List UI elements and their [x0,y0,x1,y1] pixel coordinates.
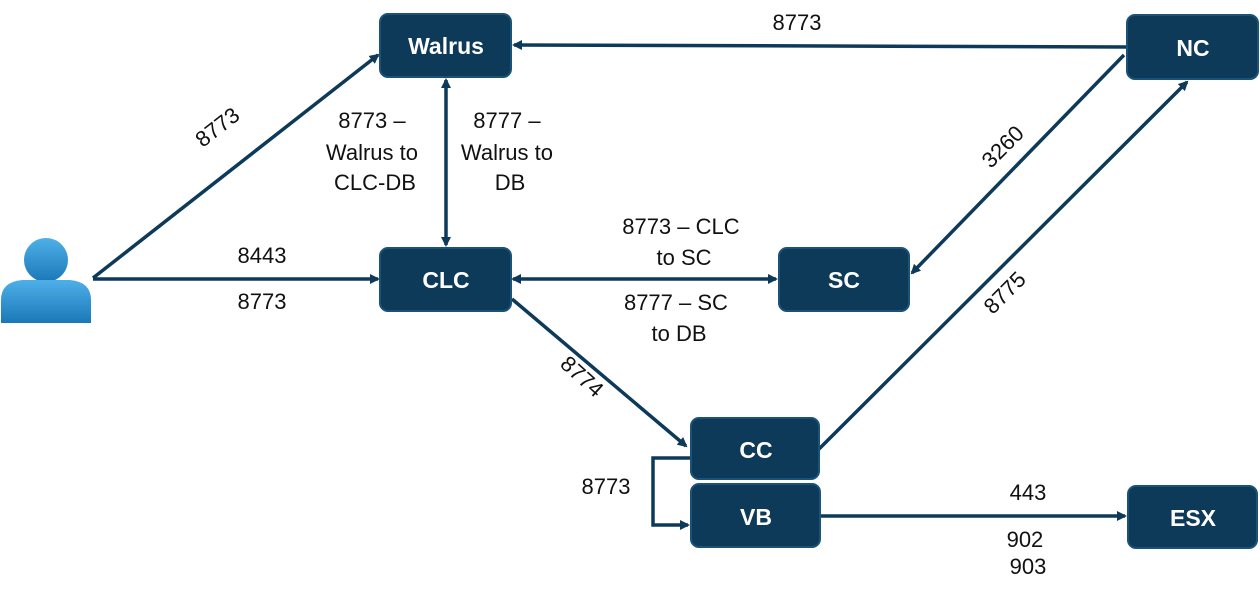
port-label-clc-sc-bottom: 8777 – SC to DB [624,290,734,346]
node-label-nc: NC [1176,35,1209,61]
node-label-esx: ESX [1170,505,1217,531]
node-esx[interactable]: ESX [1127,485,1258,549]
edge-nc-sc [910,53,1126,275]
port-label-user-clc-bottom: 8773 [238,289,287,314]
node-label-cc: CC [739,437,772,463]
edge-user-walrus [91,53,380,280]
edge-clc-cc [510,297,688,448]
port-label-user-walrus: 8773 [190,102,244,152]
node-walrus[interactable]: Walrus [379,13,512,78]
port-label-nc-sc: 3260 [977,121,1029,173]
port-label-clc-cc: 8774 [555,351,608,402]
node-cc[interactable]: CC [690,417,820,480]
edge-cc-nc [815,80,1189,453]
port-label-cc-nc: 8775 [979,267,1031,319]
node-label-walrus: Walrus [408,33,484,59]
port-label-cc-vb: 8773 [582,474,631,499]
port-label-vb-esx-bottom: 902 903 [1007,527,1050,579]
edge-nc-walrus [512,40,1128,51]
port-label-walrus-clc-right: 8777 – Walrus to DB [461,108,559,195]
node-clc[interactable]: CLC [379,247,512,312]
node-nc[interactable]: NC [1126,14,1259,80]
node-label-clc: CLC [422,267,469,293]
user-icon [1,238,91,323]
node-sc[interactable]: SC [778,247,910,312]
node-label-sc: SC [828,267,860,293]
port-label-vb-esx-top: 443 [1010,480,1047,505]
node-label-vb: VB [740,504,772,530]
node-vb[interactable]: VB [690,483,821,548]
port-label-clc-sc-top: 8773 – CLC to SC [622,214,746,270]
edge-cc-vb [651,456,691,530]
port-label-nc-walrus: 8773 [773,10,822,35]
port-label-walrus-clc-left: 8773 – Walrus to CLC-DB [326,108,424,195]
port-label-user-clc-top: 8443 [238,243,287,268]
